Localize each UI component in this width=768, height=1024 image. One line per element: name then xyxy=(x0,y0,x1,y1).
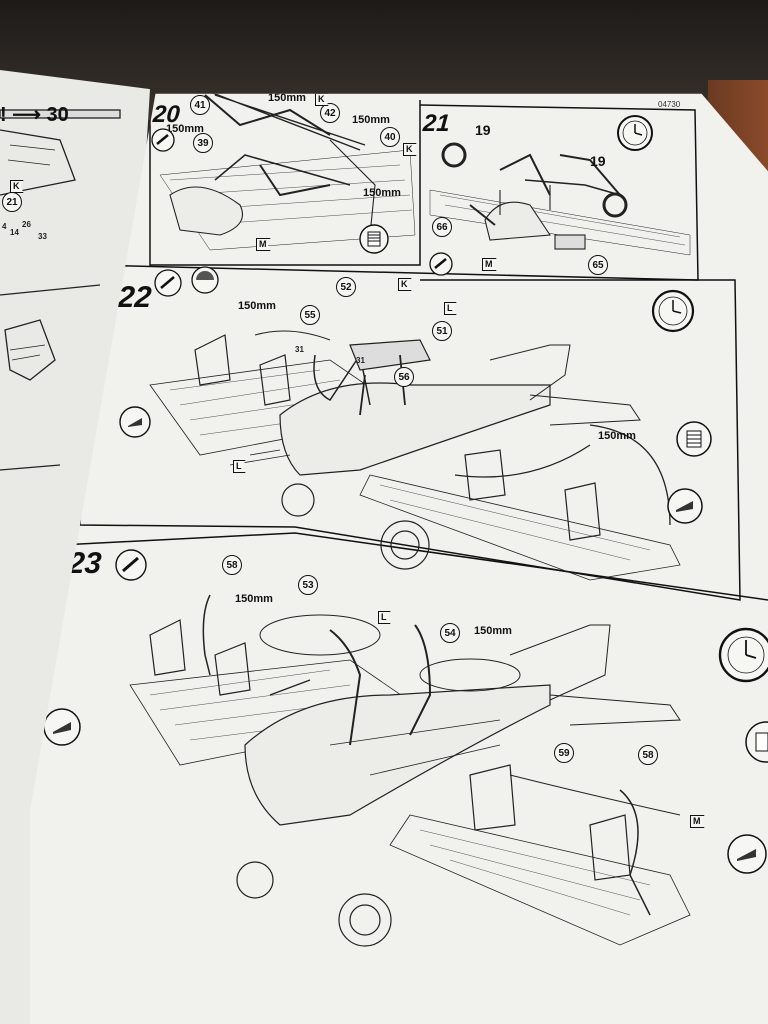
small-number: 31 xyxy=(295,345,304,354)
part-callout: 52 xyxy=(336,277,356,297)
part-number-plain: 19 xyxy=(475,122,491,138)
part-callout: 53 xyxy=(298,575,318,595)
decal-tag: M xyxy=(256,238,271,251)
rigging-length: 150mm xyxy=(235,593,273,605)
part-callout: 58 xyxy=(222,555,242,575)
part-callout: 42 xyxy=(320,103,340,123)
part-callout: 39 xyxy=(193,133,213,153)
small-number: 4 xyxy=(2,222,7,231)
thread-spool-icon xyxy=(742,720,768,769)
rigging-length: 150mm xyxy=(363,187,401,199)
glue-tube-icon xyxy=(114,548,148,587)
clock-icon xyxy=(615,113,655,158)
part-callout: 66 xyxy=(432,217,452,237)
paint-mix-icon xyxy=(190,265,220,300)
step-number: 21 xyxy=(422,110,451,137)
small-number: 33 xyxy=(38,232,47,241)
glue-tube-icon xyxy=(150,127,176,158)
rigging-length: 150mm xyxy=(352,114,390,126)
glue-applicator-icon xyxy=(42,707,82,752)
part-callout: 21 xyxy=(2,192,22,212)
left-arrow-label: ! ⟶ 30 xyxy=(0,104,69,126)
part-callout: 58 xyxy=(638,745,658,765)
rigging-length: 150mm xyxy=(474,625,512,637)
thread-spool-icon xyxy=(358,223,390,260)
rigging-length: 150mm xyxy=(268,92,306,104)
part-callout: 41 xyxy=(190,95,210,115)
left-page-drawing xyxy=(0,109,121,471)
small-number: 26 xyxy=(22,220,31,229)
glue-applicator-icon xyxy=(118,405,152,444)
part-callout: 65 xyxy=(588,255,608,275)
glue-tube-icon xyxy=(153,268,183,303)
small-number: 14 xyxy=(10,228,19,237)
right-page: 20 21 22 23 04730 41 42 39 40 150mm 150m… xyxy=(30,92,768,1024)
step-22-drawing xyxy=(149,330,681,581)
kit-code: 04730 xyxy=(658,100,681,109)
rigging-length: 150mm xyxy=(598,430,636,442)
part-callout: 56 xyxy=(394,367,414,387)
step-23-drawing xyxy=(129,594,691,947)
thread-spool-icon xyxy=(675,420,713,463)
part-callout: 51 xyxy=(432,321,452,341)
step-21-drawing xyxy=(429,142,691,256)
part-callout: 59 xyxy=(554,743,574,763)
instruction-diagrams xyxy=(59,93,768,947)
glue-applicator-icon xyxy=(666,487,704,530)
part-number-plain: 19 xyxy=(590,153,606,169)
small-number: 31 xyxy=(356,356,365,365)
clock-icon xyxy=(650,288,696,339)
part-callout: 54 xyxy=(440,623,460,643)
glue-tube-icon xyxy=(428,251,454,282)
clock-icon xyxy=(716,625,768,690)
glue-applicator-icon xyxy=(726,833,768,880)
rigging-length: 150mm xyxy=(166,123,204,135)
step-20-drawing xyxy=(159,93,416,251)
part-callout: 55 xyxy=(300,305,320,325)
part-callout: 40 xyxy=(380,127,400,147)
step-number: 22 xyxy=(116,281,153,314)
rigging-length: 150mm xyxy=(238,300,276,312)
